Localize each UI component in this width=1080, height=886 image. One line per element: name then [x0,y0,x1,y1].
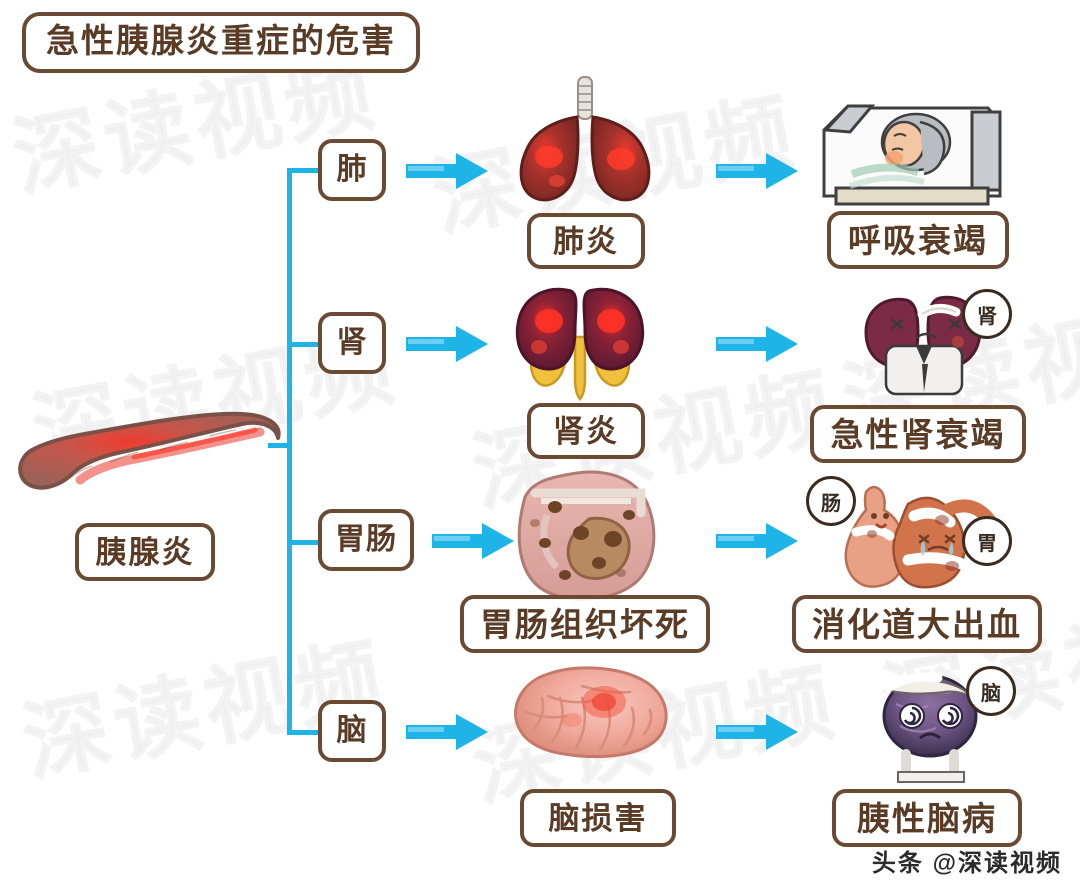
node-organ-kidney-label: 肾 [336,326,368,359]
patient-in-bed-illustration [812,78,1010,210]
node-pancreatitis[interactable]: 胰腺炎 [75,523,215,581]
badge-kidney: 肾 [962,289,1012,339]
badge-intestine-label: 肠 [821,492,841,515]
node-nephritis[interactable]: 肾炎 [527,403,645,459]
node-pancreatic-encephalopathy[interactable]: 胰性脑病 [832,789,1022,847]
node-pancreatic-encephalopathy-label: 胰性脑病 [857,799,997,837]
arrow-necrosis-to-bleeding [714,520,800,567]
tree-branch-kidney [287,342,319,347]
badge-kidney-label: 肾 [977,305,997,328]
node-acute-kidney-failure[interactable]: 急性肾衰竭 [810,405,1026,463]
pancreas-illustration [10,408,285,498]
arrow-brain-to-damage [404,711,490,758]
arrow-lung-to-pneumonia [404,150,490,197]
node-respiratory-failure[interactable]: 呼吸衰竭 [827,211,1009,269]
node-organ-lung[interactable]: 肺 [318,139,386,201]
node-gi-bleeding-label: 消化道大出血 [812,605,1022,643]
kidneys-inflamed-illustration [505,275,655,407]
page-title: 急性胰腺炎重症的危害 [22,12,420,73]
badge-brain: 脑 [966,666,1016,716]
badge-brain-label: 脑 [981,682,1001,705]
dizzy-brain-character-illustration [858,668,1010,784]
tree-spine [287,168,292,733]
arrow-nephritis-to-kidney-failure [714,323,800,370]
node-pancreatitis-label: 胰腺炎 [95,534,195,570]
damaged-brain-illustration [500,660,680,770]
lungs-inflamed-illustration [505,75,665,205]
arrow-kidney-to-nephritis [404,323,490,370]
node-acute-kidney-failure-label: 急性肾衰竭 [830,415,1006,453]
node-organ-gi[interactable]: 胃肠 [318,509,414,571]
tree-branch-lung [287,168,319,173]
badge-stomach: 胃 [962,516,1012,566]
node-gi-necrosis[interactable]: 胃肠组织坏死 [460,595,710,653]
node-gi-bleeding[interactable]: 消化道大出血 [792,595,1042,653]
page-title-text: 急性胰腺炎重症的危害 [46,22,396,59]
node-pneumonia[interactable]: 肺炎 [527,213,645,269]
node-organ-gi-label: 胃肠 [335,523,397,556]
node-organ-brain-label: 脑 [336,714,368,747]
node-organ-lung-label: 肺 [336,153,368,186]
arrow-pneumonia-to-resp-failure [714,150,800,197]
node-organ-kidney[interactable]: 肾 [318,312,386,374]
node-brain-damage[interactable]: 脑损害 [520,789,676,847]
tree-stem-horizontal [268,443,290,448]
node-organ-brain[interactable]: 脑 [318,700,386,762]
node-respiratory-failure-label: 呼吸衰竭 [848,221,988,259]
badge-stomach-label: 胃 [977,532,997,555]
node-nephritis-label: 肾炎 [553,413,619,449]
necrotic-gut-illustration [495,463,675,608]
node-brain-damage-label: 脑损害 [548,800,648,836]
tree-branch-brain [287,730,319,735]
footer-watermark: 头条 @深读视频 [871,850,1062,877]
arrow-gi-to-necrosis [430,520,516,567]
arrow-damage-to-encephalopathy [714,711,800,758]
badge-intestine: 肠 [806,476,856,526]
node-gi-necrosis-label: 胃肠组织坏死 [480,605,690,643]
tree-branch-gut [287,540,319,545]
node-pneumonia-label: 肺炎 [553,223,619,259]
